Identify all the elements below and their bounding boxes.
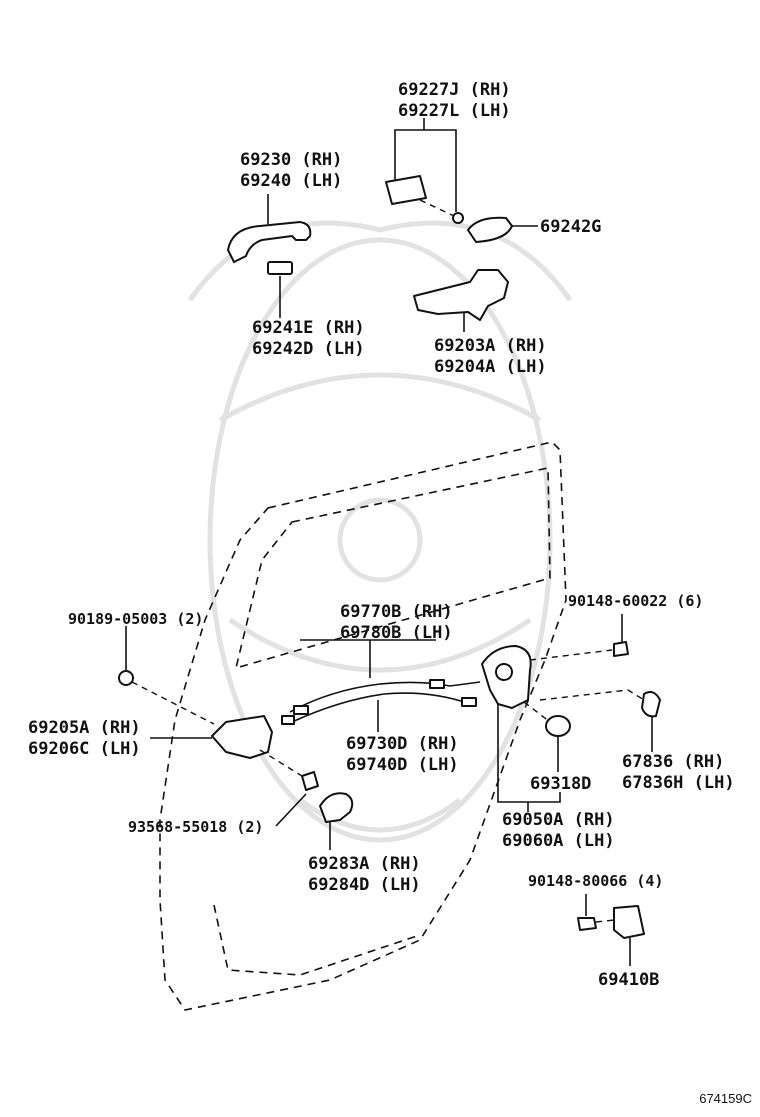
- label-cover: 69318D: [530, 774, 592, 794]
- door-outline: [159, 441, 567, 1011]
- label-bezel: 69283A (RH) 69284D (LH): [308, 854, 421, 895]
- label-door-seal: 67836 (RH) 67836H (LH): [622, 752, 735, 793]
- label-screw: 93568-55018 (2): [128, 818, 264, 836]
- inside-handle-drawing: [118, 626, 354, 850]
- reference-code: 674159C: [699, 1091, 752, 1106]
- label-exterior-handle: 69230 (RH) 69240 (LH): [240, 150, 343, 191]
- lock-assembly-drawing: [481, 614, 661, 812]
- label-clip: 90189-05003 (2): [68, 610, 204, 628]
- label-handle-frame: 69203A (RH) 69204A (LH): [434, 336, 547, 377]
- label-lock-cable: 69730D (RH) 69740D (LH): [346, 734, 459, 775]
- label-lock-remote-cable: 69770B (RH) 69780B (LH): [340, 602, 453, 643]
- label-striker: 69410B: [598, 970, 660, 990]
- label-lock-screw: 90148-60022 (6): [568, 592, 704, 610]
- label-handle-cover: 69227J (RH) 69227L (LH): [398, 80, 511, 121]
- handle-frame-drawing: [413, 269, 509, 332]
- striker-drawing: [577, 894, 645, 966]
- exterior-handle-drawing: [227, 194, 312, 318]
- label-inside-handle: 69205A (RH) 69206C (LH): [28, 718, 141, 759]
- label-handle-pad: 69242G: [540, 217, 602, 237]
- label-striker-screw: 90148-80066 (4): [528, 872, 664, 890]
- label-handle-pad-front: 69241E (RH) 69242D (LH): [252, 318, 365, 359]
- watermark-emblem: [187, 220, 573, 843]
- handle-cover-drawing: [385, 118, 538, 243]
- cables-drawing: [281, 639, 481, 732]
- label-door-lock: 69050A (RH) 69060A (LH): [502, 810, 615, 851]
